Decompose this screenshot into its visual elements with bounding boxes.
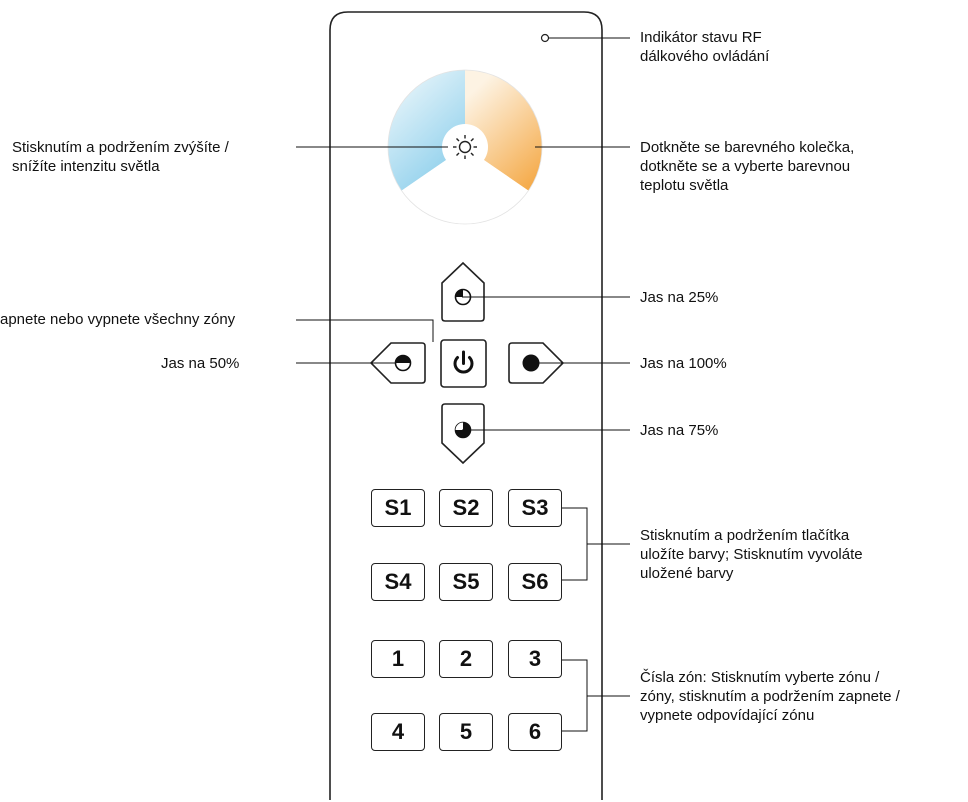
- scene-buttons-label-line: uložené barvy: [640, 565, 734, 582]
- zone-button-1[interactable]: 1: [371, 640, 425, 678]
- brightness-25-label-line: Jas na 25%: [640, 289, 719, 306]
- rf-indicator-label-line: Indikátor stavu RF: [640, 29, 762, 46]
- full-circle-icon: [522, 354, 540, 372]
- dimmer-label-line: Stisknutím a podržením zvýšíte /: [12, 139, 229, 156]
- rf-indicator-led: [540, 33, 550, 43]
- scene-buttons-label: Stisknutím a podržením tlačítka uložíte …: [640, 526, 863, 583]
- rf-indicator-label: Indikátor stavu RF dálkového ovládání: [640, 28, 769, 66]
- scene-buttons-label-line: uložíte barvy; Stisknutím vyvoláte: [640, 546, 863, 563]
- dimmer-button[interactable]: [442, 124, 488, 170]
- brightness-50-button[interactable]: [369, 342, 426, 384]
- zone-buttons-label-line: Čísla zón: Stisknutím vyberte zónu /: [640, 669, 880, 686]
- scene-buttons-label-line: Stisknutím a podržením tlačítka: [640, 527, 850, 544]
- brightness-50-label: Jas na 50%: [161, 354, 239, 373]
- brightness-100-label: Jas na 100%: [640, 354, 727, 373]
- power-icon: [453, 350, 474, 374]
- color-wheel-label-line: Dotkněte se barevného kolečka,: [640, 139, 855, 156]
- brightness-25-button[interactable]: [441, 261, 485, 322]
- leader-lines: [296, 37, 630, 732]
- scene-button-s2[interactable]: S2: [439, 489, 493, 527]
- brightness-25-label: Jas na 25%: [640, 288, 718, 307]
- dimmer-label-line: snížíte intenzitu světla: [12, 158, 160, 175]
- half-circle-icon: [394, 354, 412, 372]
- scene-button-s3[interactable]: S3: [508, 489, 562, 527]
- scene-button-s5[interactable]: S5: [439, 563, 493, 601]
- rf-indicator-label-line: dálkového ovládání: [640, 48, 770, 65]
- brightness-75-label-line: Jas na 75%: [640, 422, 719, 439]
- color-wheel-label: Dotkněte se barevného kolečka, dotkněte …: [640, 138, 854, 195]
- power-label-line: apnete nebo vypnete všechny zóny: [0, 311, 236, 328]
- power-label: apnete nebo vypnete všechny zóny: [0, 310, 235, 329]
- scene-button-s1[interactable]: S1: [371, 489, 425, 527]
- power-button[interactable]: [440, 339, 487, 388]
- brightness-75-button[interactable]: [441, 403, 485, 465]
- scene-button-s6[interactable]: S6: [508, 563, 562, 601]
- color-wheel-label-line: dotkněte se a vyberte barevnou: [640, 158, 851, 175]
- zone-buttons-label: Čísla zón: Stisknutím vyberte zónu / zón…: [640, 668, 900, 725]
- zone-button-4[interactable]: 4: [371, 713, 425, 751]
- zone-button-2[interactable]: 2: [439, 640, 493, 678]
- zone-button-5[interactable]: 5: [439, 713, 493, 751]
- remote-body: [329, 11, 603, 800]
- scene-button-s4[interactable]: S4: [371, 563, 425, 601]
- brightness-50-label-line: Jas na 50%: [161, 355, 240, 372]
- zone-buttons-label-line: vypnete odpovídající zónu: [640, 707, 815, 724]
- color-wheel[interactable]: [387, 69, 543, 225]
- brightness-75-label: Jas na 75%: [640, 421, 718, 440]
- color-wheel-label-line: teplotu světla: [640, 177, 729, 194]
- brightness-100-label-line: Jas na 100%: [640, 355, 727, 372]
- zone-button-6[interactable]: 6: [508, 713, 562, 751]
- sun-icon: [453, 135, 477, 159]
- zone-buttons-label-line: zóny, stisknutím a podržením zapnete /: [640, 688, 900, 705]
- zone-button-3[interactable]: 3: [508, 640, 562, 678]
- dimmer-label: Stisknutím a podržením zvýšíte / snížíte…: [12, 138, 229, 176]
